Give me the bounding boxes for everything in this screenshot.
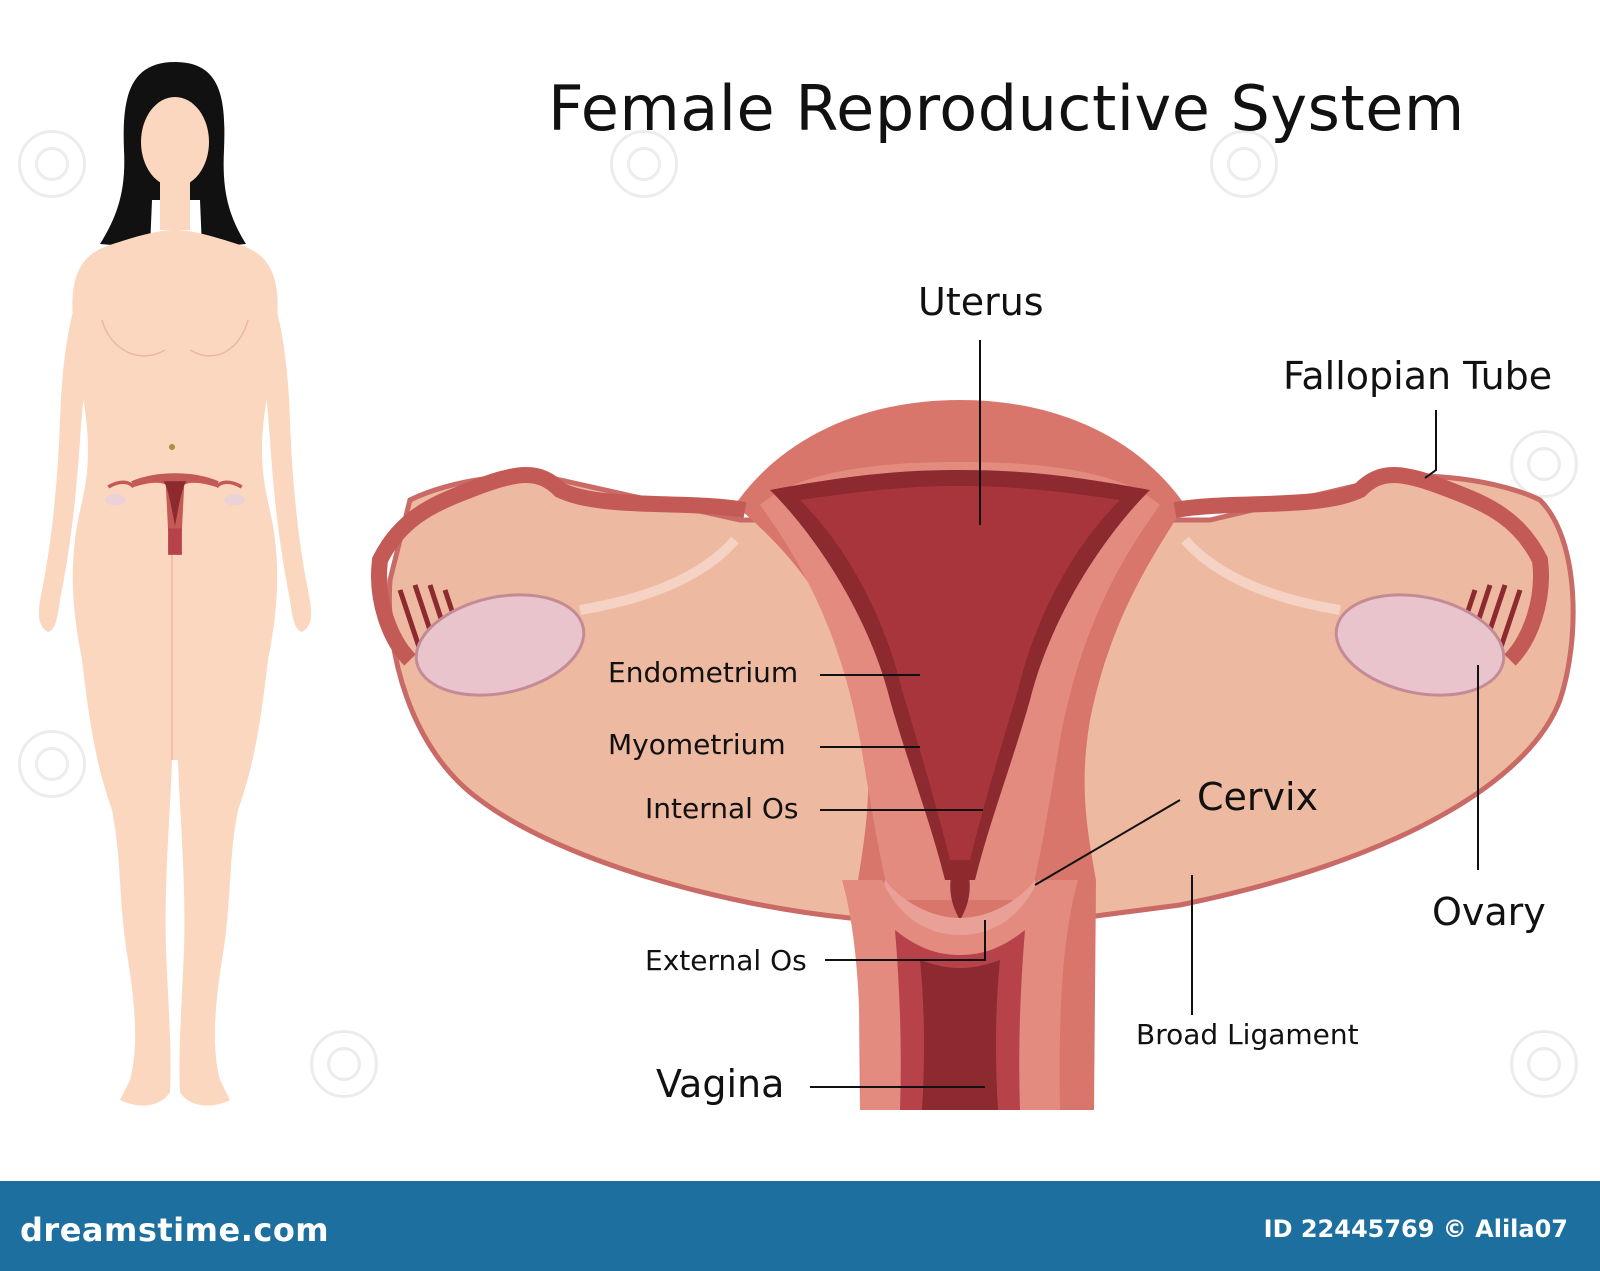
- watermark-icon: [1510, 430, 1578, 498]
- uterus-diagram: [371, 340, 1576, 1110]
- watermark-icon: [18, 730, 86, 798]
- leader-lines: [810, 340, 1479, 1088]
- footer-bar: dreamstime.com ID 22445769 © Alila07: [0, 1181, 1600, 1271]
- body-figure: [38, 62, 312, 1106]
- mini-uterus: [104, 473, 246, 555]
- page-title: Female Reproductive System: [548, 72, 1465, 145]
- image-id: ID 22445769 © Alila07: [1263, 1215, 1568, 1243]
- label-ovary: Ovary: [1432, 890, 1546, 934]
- label-endometrium: Endometrium: [608, 656, 799, 689]
- watermark-icon: [18, 130, 86, 198]
- right-ovary: [1334, 593, 1506, 697]
- label-vagina: Vagina: [656, 1062, 785, 1106]
- neck: [160, 180, 190, 230]
- label-broad-ligament: Broad Ligament: [1136, 1018, 1359, 1051]
- label-uterus: Uterus: [918, 280, 1044, 324]
- right-fallopian-tube: [1173, 467, 1549, 666]
- label-internal-os: Internal Os: [645, 792, 799, 825]
- left-ovary: [414, 593, 586, 697]
- watermark-icon: [1510, 1030, 1578, 1098]
- label-cervix: Cervix: [1197, 775, 1319, 819]
- watermark-icon: [310, 1030, 378, 1098]
- label-fallopian-tube: Fallopian Tube: [1283, 354, 1553, 398]
- label-external-os: External Os: [645, 944, 807, 977]
- face: [141, 97, 209, 187]
- navel: [169, 444, 175, 450]
- torso: [72, 230, 278, 1106]
- right-arm: [250, 260, 312, 632]
- watermark-icon: [1210, 130, 1278, 198]
- left-fallopian-tube: [371, 467, 747, 666]
- watermark-icon: [610, 130, 678, 198]
- brand-logo[interactable]: dreamstime.com: [20, 1211, 330, 1249]
- left-arm: [38, 260, 100, 632]
- label-myometrium: Myometrium: [608, 728, 786, 761]
